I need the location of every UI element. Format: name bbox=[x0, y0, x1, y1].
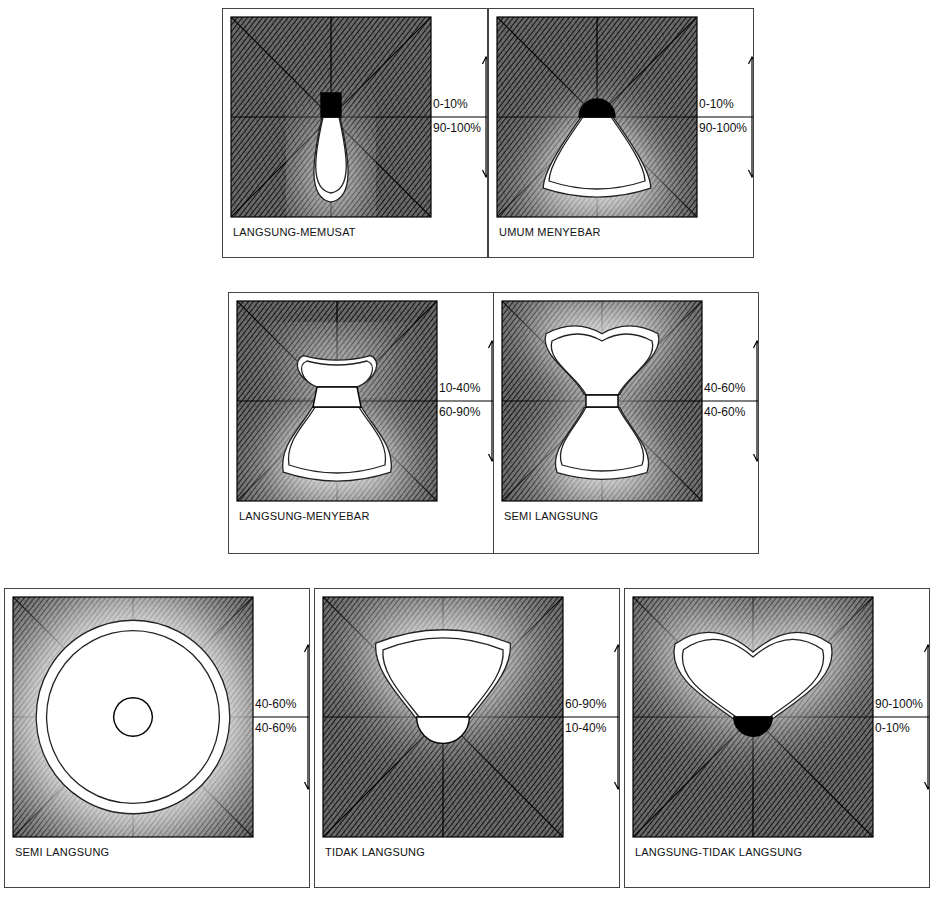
guide-line bbox=[231, 17, 431, 217]
square-border bbox=[237, 301, 437, 501]
hatched-square bbox=[13, 597, 253, 837]
percentage-label: 10-40% bbox=[439, 381, 480, 395]
light-contour bbox=[383, 638, 503, 717]
hatched-square bbox=[497, 17, 697, 217]
light-contour bbox=[47, 631, 220, 804]
percent-scale bbox=[437, 341, 493, 461]
percentage-label: 90-100% bbox=[699, 121, 747, 135]
guide-line bbox=[497, 17, 697, 217]
distribution-panel: SEMI LANGSUNG bbox=[4, 588, 310, 888]
lamp-symbol bbox=[321, 93, 341, 117]
percentage-label: 10-40% bbox=[565, 721, 606, 735]
percentage-label: 90-100% bbox=[433, 121, 481, 135]
outer-contour bbox=[376, 630, 511, 719]
light-contour bbox=[302, 361, 373, 387]
hatched-square bbox=[237, 301, 437, 501]
outer-contour bbox=[545, 326, 659, 394]
distribution-panel: SEMI LANGSUNG bbox=[493, 292, 759, 554]
percentage-label: 40-60% bbox=[704, 381, 745, 395]
light-contour bbox=[288, 407, 385, 473]
percent-scale bbox=[253, 645, 309, 789]
guide-line bbox=[497, 17, 697, 217]
light-glow bbox=[527, 115, 666, 217]
outer-contour bbox=[543, 117, 651, 198]
outer-contour bbox=[36, 620, 230, 814]
distribution-type: UMUM MENYEBAR bbox=[499, 225, 601, 239]
lamp-symbol bbox=[313, 387, 361, 407]
light-distribution-drawing bbox=[315, 589, 619, 887]
light-contour bbox=[551, 334, 652, 395]
outer-contour bbox=[674, 632, 832, 719]
percentage-label: 0-10% bbox=[699, 97, 734, 111]
lamp-symbol bbox=[114, 698, 152, 736]
lamp-symbol bbox=[579, 99, 615, 117]
percentage-label: 40-60% bbox=[704, 405, 745, 419]
light-glow bbox=[651, 613, 856, 726]
lamp-symbol bbox=[417, 717, 470, 743]
hatched-square bbox=[231, 17, 431, 217]
percentage-label: 60-90% bbox=[439, 405, 480, 419]
lamp-symbol bbox=[734, 717, 772, 736]
guide-line bbox=[323, 597, 563, 837]
distribution-panel: LANGSUNG-MENYEBAR bbox=[228, 292, 494, 554]
light-glow bbox=[356, 608, 530, 723]
percent-scale bbox=[563, 645, 619, 789]
percentage-label: 90-100% bbox=[875, 697, 923, 711]
lamp-symbol bbox=[586, 395, 618, 407]
hatched-square bbox=[323, 597, 563, 837]
outer-contour bbox=[555, 408, 648, 480]
light-contour bbox=[682, 639, 823, 717]
light-glow bbox=[309, 117, 353, 217]
percent-scale bbox=[873, 645, 929, 789]
distribution-type: SEMI LANGSUNG bbox=[504, 509, 598, 523]
guide-line bbox=[633, 597, 873, 837]
distribution-panel: TIDAK LANGSUNG bbox=[314, 588, 620, 888]
light-contour bbox=[316, 117, 347, 193]
guide-line bbox=[633, 597, 873, 837]
distribution-type: TIDAK LANGSUNG bbox=[325, 845, 425, 859]
square-border bbox=[231, 17, 431, 217]
percentage-label: 40-60% bbox=[255, 721, 296, 735]
light-distribution-drawing bbox=[625, 589, 929, 887]
square-border bbox=[633, 597, 873, 837]
light-distribution-drawing bbox=[5, 589, 309, 887]
distribution-type: LANGSUNG-MEMUSAT bbox=[233, 225, 356, 239]
distribution-type: SEMI LANGSUNG bbox=[15, 845, 109, 859]
light-glow bbox=[267, 408, 408, 501]
guide-line bbox=[502, 301, 702, 501]
square-border bbox=[502, 301, 702, 501]
hatched-square bbox=[502, 301, 702, 501]
guide-line bbox=[237, 301, 437, 501]
square-border bbox=[323, 597, 563, 837]
percentage-label: 0-10% bbox=[875, 721, 910, 735]
percent-scale bbox=[702, 341, 758, 461]
percentage-label: 0-10% bbox=[433, 97, 468, 111]
outer-contour bbox=[314, 117, 348, 202]
light-contour bbox=[560, 407, 643, 471]
distribution-type: LANGSUNG-TIDAK LANGSUNG bbox=[635, 845, 802, 859]
guide-line bbox=[323, 597, 563, 837]
percent-scale bbox=[431, 57, 487, 177]
distribution-panel: LANGSUNG-TIDAK LANGSUNG bbox=[624, 588, 930, 888]
square-border bbox=[13, 597, 253, 837]
light-contour bbox=[549, 117, 645, 189]
guide-line bbox=[231, 17, 431, 217]
guide-line bbox=[502, 301, 702, 501]
distribution-type: LANGSUNG-MENYEBAR bbox=[239, 509, 370, 523]
percentage-label: 60-90% bbox=[565, 697, 606, 711]
hatched-square bbox=[633, 597, 873, 837]
guide-line bbox=[237, 301, 437, 501]
light-glow bbox=[13, 597, 253, 837]
square-border bbox=[497, 17, 697, 217]
percentage-label: 40-60% bbox=[255, 697, 296, 711]
percent-scale bbox=[697, 57, 753, 177]
outer-contour bbox=[283, 407, 392, 481]
